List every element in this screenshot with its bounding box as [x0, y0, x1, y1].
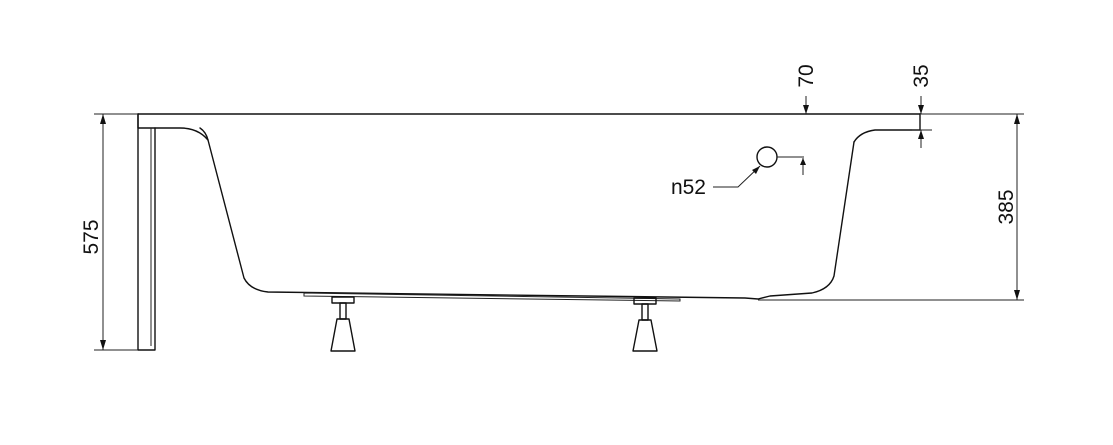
- dimension-35: 35: [910, 64, 933, 148]
- overflow-hole-circle: [756, 146, 778, 168]
- dim-385-arrow-top: [1014, 114, 1020, 124]
- dim-575-arrow-bottom: [100, 340, 106, 350]
- dim-575-arrow-top: [100, 114, 106, 124]
- leg-right-stem: [641, 303, 649, 321]
- overflow-leader-line: [713, 165, 761, 188]
- leg-left-bracket: [331, 296, 355, 304]
- tub-basin: [199, 127, 855, 300]
- dimension-575: 575: [80, 113, 138, 351]
- overflow-hole: n52: [671, 146, 806, 199]
- dimension-385: 385: [758, 113, 1024, 301]
- base-frame: [303, 292, 681, 302]
- dim-70-label: 70: [795, 64, 818, 87]
- dim-35-label: 35: [910, 64, 933, 87]
- front-panel: [137, 113, 156, 351]
- overflow-leader-arrow: [752, 166, 760, 174]
- overflow-centre-tick: [777, 156, 804, 175]
- overflow-centre-arrow: [800, 158, 806, 165]
- bathtub-body: [137, 113, 921, 300]
- dim-575-label: 575: [80, 219, 103, 254]
- dim-385-label: 385: [995, 189, 1018, 224]
- frame-rail: [303, 292, 681, 302]
- leg-right-foot: [632, 319, 658, 352]
- leg-left-stem: [339, 302, 347, 320]
- overflow-hole-label: n52: [671, 176, 706, 199]
- dim-70-arrow: [803, 105, 809, 114]
- leg-left: [330, 296, 356, 352]
- leg-right: [632, 297, 658, 352]
- panel-outline: [137, 113, 156, 351]
- dim-385-arrow-bottom: [1014, 290, 1020, 300]
- leg-left-foot: [330, 318, 356, 352]
- tub-rim-left: [137, 113, 209, 141]
- tub-rim-right: [853, 113, 921, 143]
- dim-35-arrow-top: [918, 105, 924, 114]
- dim-35-arrow-bottom: [918, 130, 924, 139]
- dimension-70: 70: [795, 64, 818, 114]
